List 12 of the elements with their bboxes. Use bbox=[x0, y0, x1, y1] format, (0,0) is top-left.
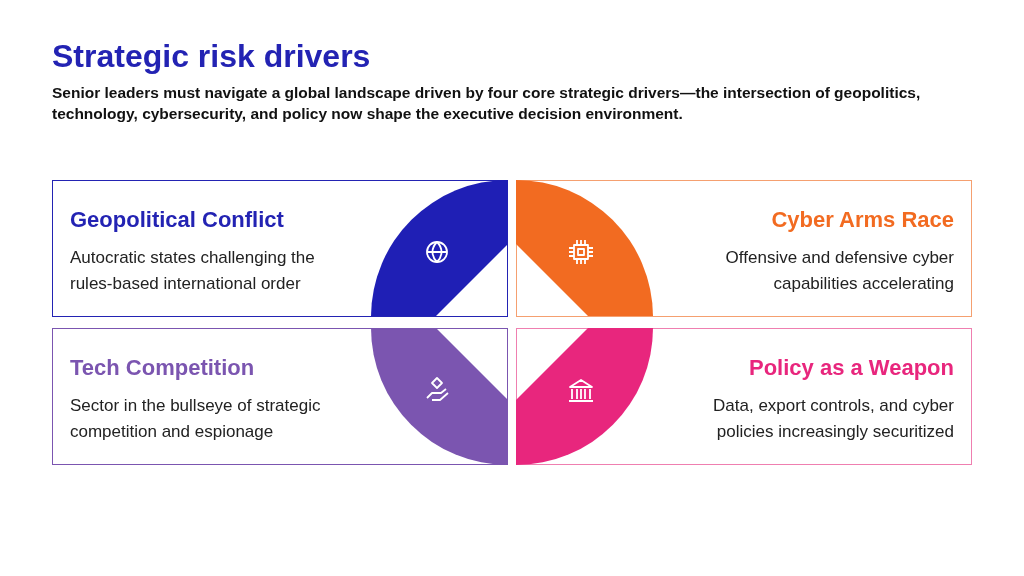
card-description: Sector in the bullseye of strategic competition and espionage bbox=[70, 395, 322, 443]
card-description: Autocratic states challenging the rules-based international order bbox=[70, 247, 316, 295]
slide-title: Strategic risk drivers bbox=[52, 38, 371, 75]
card-heading: Policy as a Weapon bbox=[749, 355, 954, 381]
driver-card bbox=[516, 180, 972, 317]
card-heading: Cyber Arms Race bbox=[771, 207, 954, 233]
card-description: Offensive and defensive cyber capabilities accelerating bbox=[724, 247, 954, 295]
card-heading: Tech Competition bbox=[70, 355, 255, 381]
card-heading: Geopolitical Conflict bbox=[70, 207, 284, 233]
subtitle-text: Senior leaders must navigate a global landscape driven by four core strategic drivers—the intersection of geopolitics, technology, cybersecurity, and policy now shape the executive decision environment. bbox=[52, 83, 922, 124]
driver-card bbox=[52, 180, 508, 317]
card-description: Data, export controls, and cyber policies increasingly securitized bbox=[712, 395, 954, 443]
